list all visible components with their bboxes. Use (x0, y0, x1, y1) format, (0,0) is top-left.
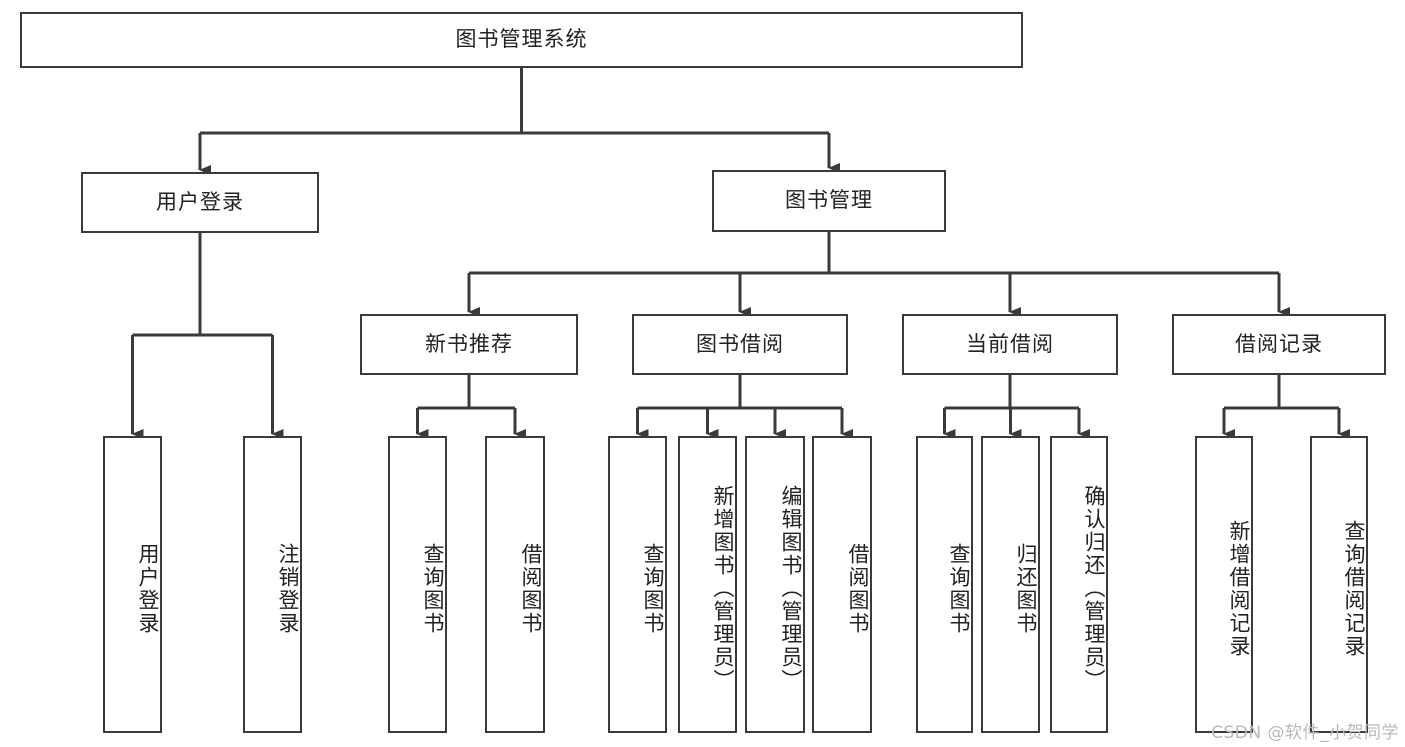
node-label: 当前借阅 (966, 331, 1054, 356)
node-leaf-add-book-admin[interactable]: 新增图书（管理员） (678, 436, 737, 733)
node-label: 借阅记录 (1235, 331, 1323, 356)
node-leaf-query-book[interactable]: 查询图书 (608, 436, 667, 733)
node-label: 图书管理系统 (455, 27, 588, 52)
node-leaf-borrow-book[interactable]: 借阅图书 (812, 436, 872, 733)
node-leaf-edit-book-admin[interactable]: 编辑图书（管理员） (745, 436, 805, 733)
node-level3-book-borrow[interactable]: 图书借阅 (632, 314, 848, 375)
node-level3-current-borrow[interactable]: 当前借阅 (902, 314, 1118, 375)
node-label: 查询图书 (421, 542, 445, 635)
node-level3-borrow-record[interactable]: 借阅记录 (1172, 314, 1386, 375)
node-label: 新增借阅记录 (1227, 519, 1251, 658)
node-level2-user-login[interactable]: 用户登录 (81, 172, 319, 233)
node-root-book-management-system[interactable]: 图书管理系统 (20, 12, 1023, 68)
node-label: 注销登录 (276, 542, 300, 635)
node-label: 查询借阅记录 (1342, 519, 1366, 658)
node-leaf-borrow-book[interactable]: 借阅图书 (485, 436, 545, 733)
node-leaf-add-borrow-record[interactable]: 新增借阅记录 (1195, 436, 1253, 733)
node-leaf-query-book[interactable]: 查询图书 (388, 436, 447, 733)
node-label: 用户登录 (156, 189, 244, 214)
node-label: 用户登录 (136, 542, 160, 635)
node-label: 归还图书 (1014, 542, 1038, 635)
node-label: 借阅图书 (846, 542, 870, 635)
node-leaf-query-borrow-record[interactable]: 查询借阅记录 (1310, 436, 1368, 733)
node-label: 新增图书（管理员） (711, 485, 735, 692)
node-level3-new-book-recommend[interactable]: 新书推荐 (360, 314, 578, 375)
node-leaf-return-book[interactable]: 归还图书 (981, 436, 1040, 733)
node-label: 查询图书 (641, 542, 665, 635)
node-label: 图书借阅 (696, 331, 784, 356)
node-label: 新书推荐 (425, 331, 513, 356)
node-leaf-query-book[interactable]: 查询图书 (916, 436, 973, 733)
node-leaf-confirm-return-admin[interactable]: 确认归还（管理员） (1050, 436, 1108, 733)
node-leaf-logout[interactable]: 注销登录 (243, 436, 302, 733)
node-level2-book-management[interactable]: 图书管理 (712, 170, 946, 232)
node-label: 编辑图书（管理员） (779, 485, 803, 692)
node-label: 借阅图书 (519, 542, 543, 635)
node-label: 图书管理 (785, 188, 873, 213)
node-leaf-user-login[interactable]: 用户登录 (103, 436, 162, 733)
node-label: 查询图书 (947, 542, 971, 635)
node-label: 确认归还（管理员） (1082, 485, 1106, 692)
